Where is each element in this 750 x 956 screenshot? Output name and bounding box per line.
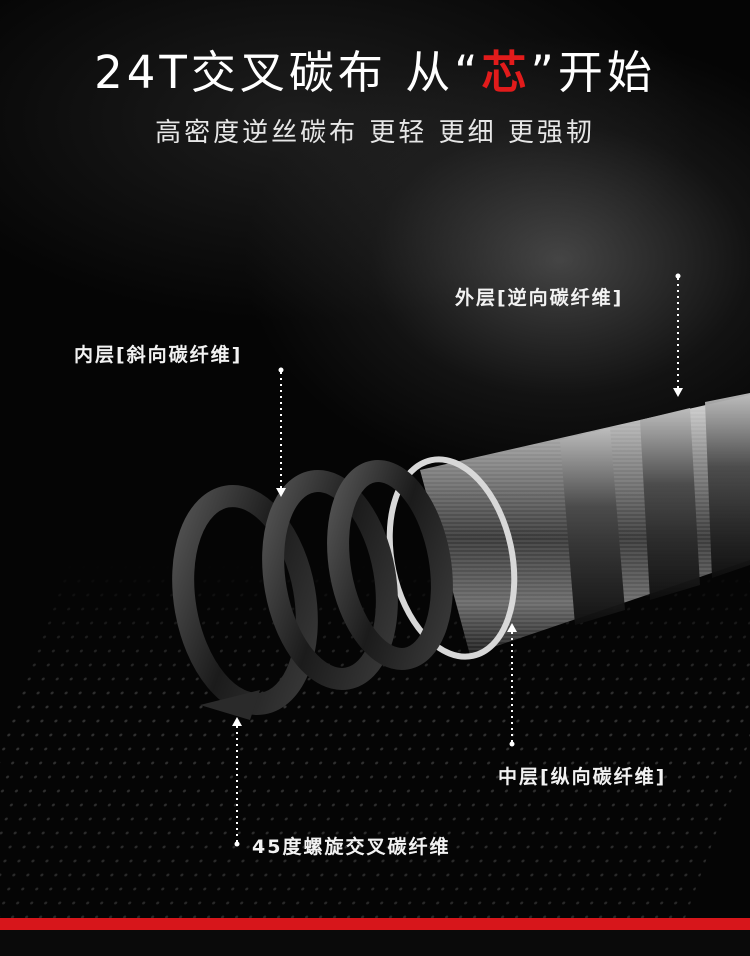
spiral-ribbons xyxy=(172,460,453,715)
title-accent: 芯 xyxy=(481,46,531,99)
tube-outer-bands xyxy=(560,393,750,625)
label-spiral-layer: 45度螺旋交叉碳纤维 xyxy=(252,836,451,858)
label-inner-layer: 内层[斜向碳纤维] xyxy=(74,344,243,366)
label-outer-layer: 外层[逆向碳纤维] xyxy=(455,287,624,309)
red-accent-bar xyxy=(0,918,750,930)
page-subtitle: 高密度逆丝碳布 更轻 更细 更强韧 xyxy=(155,118,595,148)
ribbon-tail xyxy=(200,690,260,720)
leader-dots xyxy=(234,273,681,847)
page-title: 24T交叉碳布 从“芯”开始 xyxy=(0,36,750,101)
bottom-strip xyxy=(0,930,750,956)
leader-arrowheads xyxy=(232,388,683,726)
label-middle-layer: 中层[纵向碳纤维] xyxy=(498,766,667,788)
title-suffix: ”开始 xyxy=(530,46,656,99)
title-prefix: 24T交叉碳布 从“ xyxy=(94,46,482,99)
leader-lines xyxy=(236,278,679,842)
